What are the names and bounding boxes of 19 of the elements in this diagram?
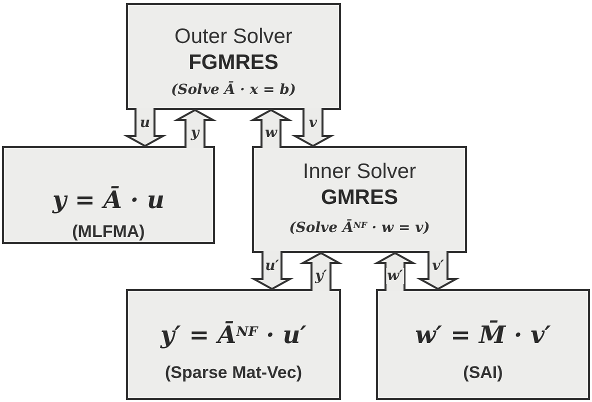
equation: w′ = M̄ · v′: [415, 319, 551, 351]
box-title: Outer Solver: [174, 24, 292, 50]
method-name: GMRES: [320, 185, 398, 211]
equation: (Solve Ā · x = b): [170, 80, 296, 100]
equation: (Solve Ā$^{NF}$ · w = v): [289, 218, 430, 238]
edge-label: w′: [386, 268, 404, 284]
edge-label: y′: [314, 268, 328, 284]
process-box: [126, 289, 341, 400]
box-title: Inner Solver: [302, 159, 416, 185]
process-box: [126, 3, 341, 110]
equation: y = Ā · u: [52, 184, 164, 216]
method-name: FGMRES: [188, 50, 278, 76]
operation-label: (MLFMA): [72, 222, 145, 242]
equation: y′ = Ā$^{NF}$ · u′: [160, 319, 306, 351]
operation-label: (Sparse Mat-Vec): [165, 363, 302, 383]
process-box: [376, 289, 590, 400]
process-box: [2, 146, 215, 244]
process-box: [252, 146, 467, 253]
operation-label: (SAI): [463, 363, 503, 383]
